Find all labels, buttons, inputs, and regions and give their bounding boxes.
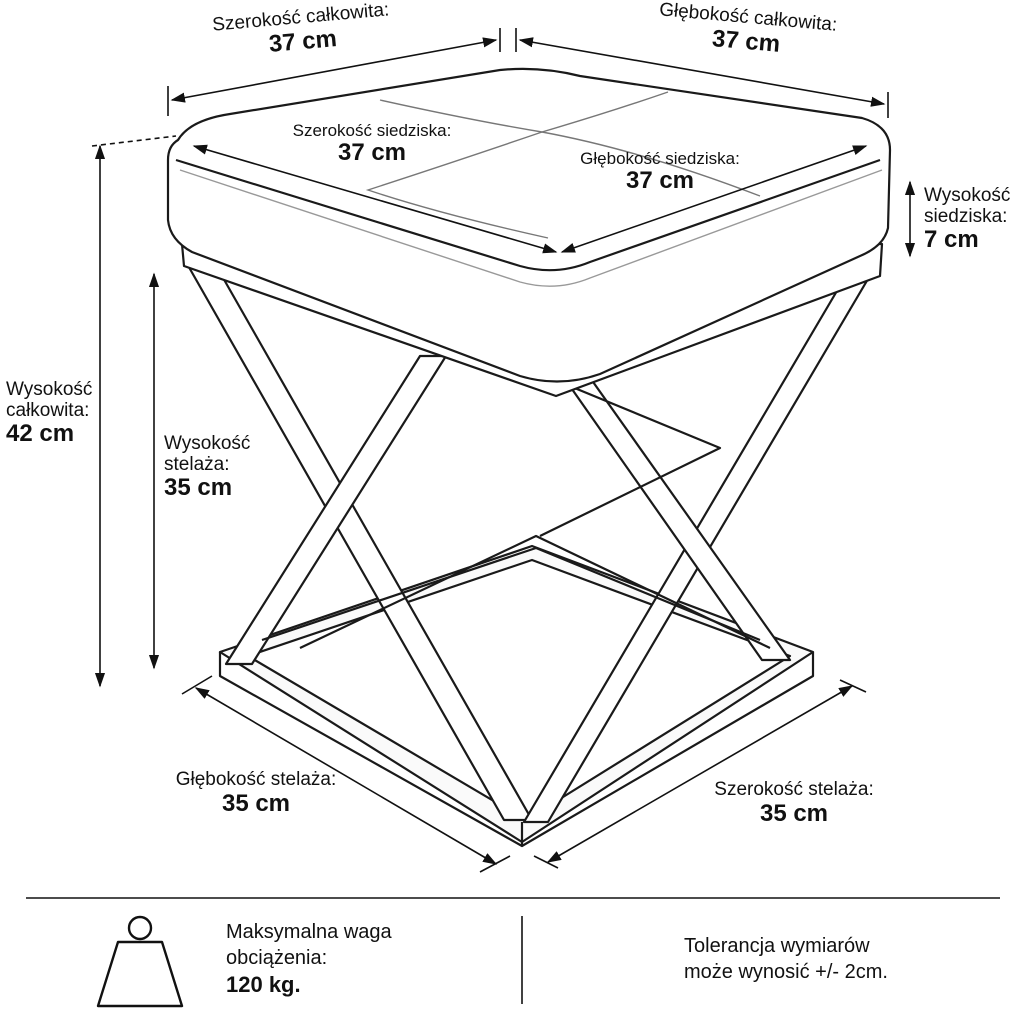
frame-depth-title: Głębokość stelaża: <box>175 769 337 790</box>
seat-cushion <box>166 67 892 383</box>
seat-width-line <box>192 144 558 254</box>
seat-width-title: Szerokość siedziska: <box>292 121 452 140</box>
max-load-value: 120 kg. <box>226 972 301 998</box>
max-load-text: Maksymalna waga obciążenia: 120 kg. <box>226 920 392 1000</box>
overall-height-title-1: Wysokość <box>6 379 93 400</box>
seat-depth-line <box>560 145 868 253</box>
seat-depth-value: 37 cm <box>625 167 695 195</box>
overall-height-label: Wysokość całkowita: 42 cm <box>6 379 93 448</box>
frame-depth-value: 35 cm <box>221 789 291 817</box>
tolerance-line-2: może wynosić +/- 2cm. <box>684 960 888 983</box>
overall-height-value: 42 cm <box>6 420 75 448</box>
frame-height-title-2: stelaża: <box>164 453 230 475</box>
frame-width-line <box>546 685 854 863</box>
overall-height-title-2: całkowita: <box>6 399 90 421</box>
weight-icon <box>96 915 184 1008</box>
frame-depth-line <box>194 687 498 865</box>
seat-width-label: Szerokość siedziska: 37 cm <box>272 121 472 167</box>
seat-width-value: 37 cm <box>337 139 407 167</box>
seat-height-title-2: siedziska: <box>924 205 1008 227</box>
frame-depth-label: Głębokość stelaża: 35 cm <box>168 769 344 817</box>
seat-height-label: Wysokość siedziska: 7 cm <box>924 185 1011 254</box>
seat-depth-title: Głębokość siedziska: <box>580 149 740 168</box>
frame-height-title-1: Wysokość <box>164 433 251 454</box>
tolerance-line-1: Tolerancja wymiarów <box>684 935 870 957</box>
seat-height-value: 7 cm <box>924 226 979 254</box>
overall-width-line <box>170 37 498 103</box>
seat-height-title-1: Wysokość <box>924 185 1011 206</box>
frame-height-label: Wysokość stelaża: 35 cm <box>164 433 251 502</box>
max-load-line-1: Maksymalna waga <box>226 921 392 943</box>
overall-depth-line <box>518 37 886 107</box>
frame-width-label: Szerokość stelaża: 35 cm <box>698 779 890 827</box>
max-load-line-2: obciążenia: <box>226 946 328 969</box>
tolerance-text: Tolerancja wymiarów może wynosić +/- 2cm… <box>684 934 888 985</box>
frame-width-value: 35 cm <box>759 799 829 827</box>
seat-depth-label: Głębokość siedziska: 37 cm <box>560 149 760 195</box>
frame-height-value: 35 cm <box>164 474 233 502</box>
dimension-lines <box>91 28 916 873</box>
frame-width-title: Szerokość stelaża: <box>714 779 874 800</box>
